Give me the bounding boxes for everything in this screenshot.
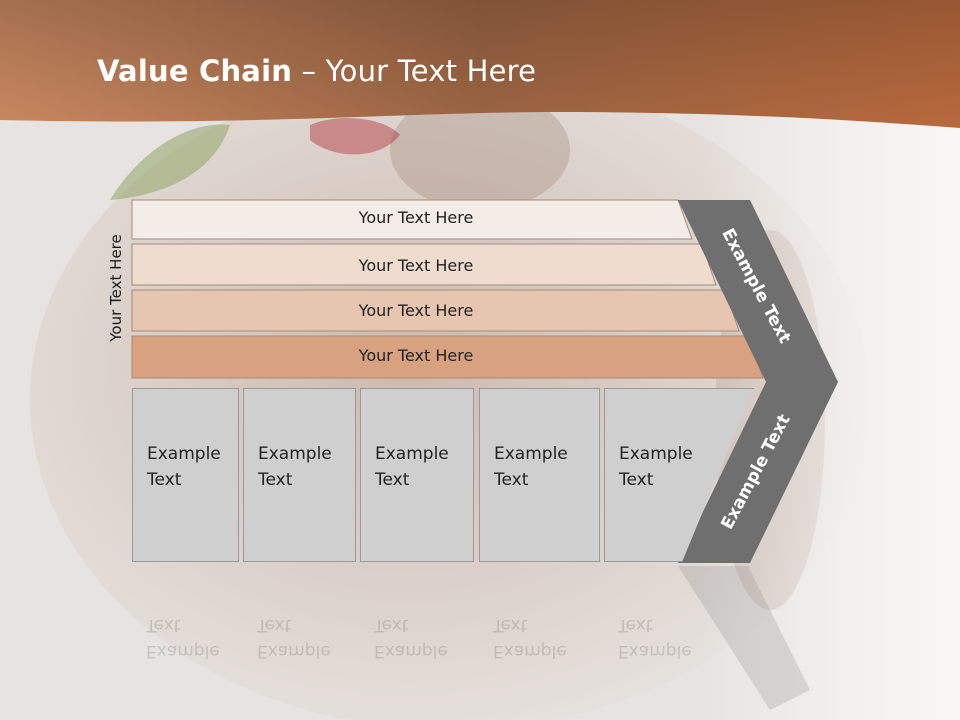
chevron-arrow [678,200,838,563]
bar-2 [131,243,717,286]
bar-label-4: Your Text Here [358,346,474,365]
side-label: Your Text Here [107,234,125,342]
title-rest: – Your Text Here [292,54,537,88]
figure-chin [390,90,570,210]
title-bold: Value Chain [97,54,293,88]
header-shade [0,0,960,128]
leaf-shape [110,124,230,200]
chevron-group [678,200,838,710]
bar-3 [131,289,740,332]
bars-group [131,199,764,379]
bar-4 [131,335,764,379]
bar-label-1: Your Text Here [358,208,474,227]
chevron-reflection [678,566,810,710]
page-title: Value Chain – Your Text Here [97,54,536,88]
flower-shape [310,117,400,155]
bar-label-3: Your Text Here [358,301,474,320]
bar-1 [131,199,693,240]
bar-label-2: Your Text Here [358,256,474,275]
